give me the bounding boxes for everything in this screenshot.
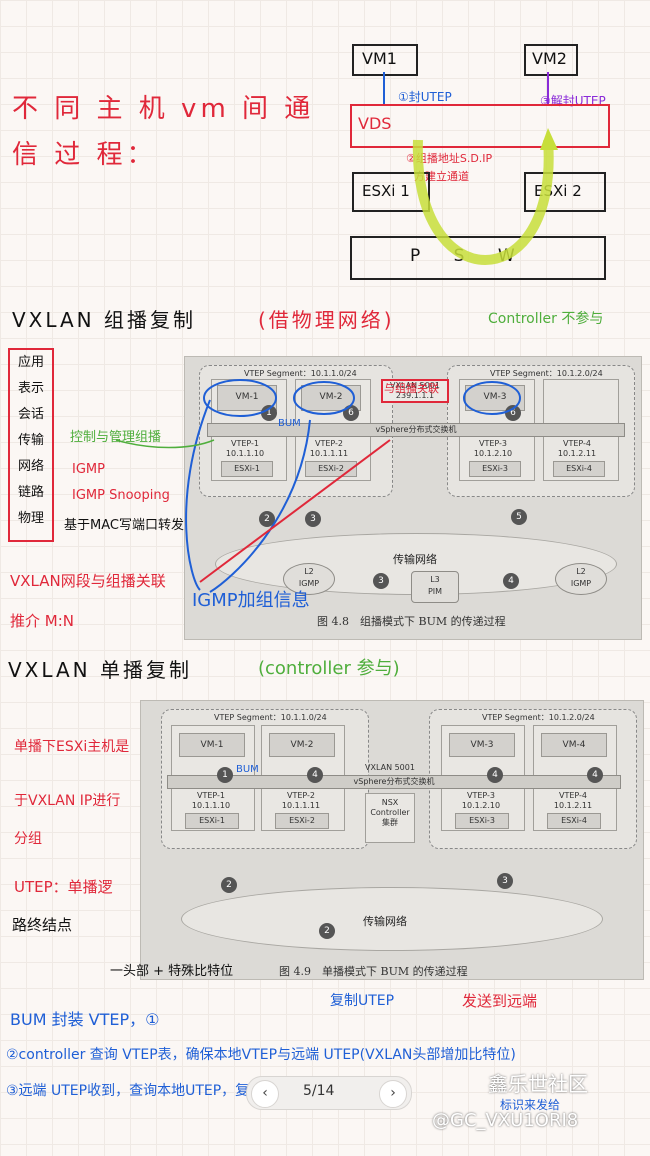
transport-label-unicast: 传输网络	[363, 913, 407, 929]
vm-3-unicast: VM-3	[449, 733, 515, 757]
esxi-2-unicast: ESXi-2	[275, 813, 329, 829]
unicast-step-4a: 4	[307, 767, 323, 783]
copy-utep-note: 复制UTEP	[330, 990, 394, 1010]
vm-4-unicast: VM-4	[541, 733, 607, 757]
unicast-heading: VXLAN 单播复制	[8, 654, 192, 683]
page-navigator: ‹ 5/14 ›	[246, 1076, 412, 1110]
igmp-join-note: IGMP加组信息	[192, 586, 310, 612]
esxi-3-unicast: ESXi-3	[455, 813, 509, 829]
vm-2-unicast: VM-2	[269, 733, 335, 757]
group-assoc-note: 与组播关联	[384, 380, 439, 396]
fig-4-9-caption: 图 4.9 单播模式下 BUM 的传递过程	[279, 963, 468, 979]
send-remote-note: 发送到远端	[462, 990, 537, 1011]
multicast-annotations	[0, 0, 650, 700]
bottom-line1: BUM 封装 VTEP，①	[10, 1006, 160, 1030]
unicast-note6: 一头部 + 特殊比特位	[110, 960, 233, 979]
esxi-4-unicast: ESXi-4	[547, 813, 601, 829]
unicast-step-3: 3	[497, 873, 513, 889]
esxi-1-unicast: ESXi-1	[185, 813, 239, 829]
unicast-step-2b: 2	[319, 923, 335, 939]
unicast-step-1: 1	[217, 767, 233, 783]
vxlan-label-unicast: VXLAN 5001	[365, 763, 415, 772]
unicast-note4: UTEP：单播逻	[14, 876, 113, 897]
watermark-handle: @GC_VXU1ORI8	[432, 1110, 578, 1131]
vm-1-unicast: VM-1	[179, 733, 245, 757]
bottom-line2: ②controller 查询 VTEP表，确保本地VTEP与远端 UTEP(VX…	[6, 1044, 516, 1064]
unicast-heading-paren: (controller 参与)	[258, 654, 400, 680]
page-indicator: 5/14	[303, 1083, 334, 1099]
nsx-controller: NSX Controller 集群	[365, 793, 415, 843]
unicast-step-4c: 4	[587, 767, 603, 783]
unicast-note2: 于VXLAN IP进行	[14, 790, 120, 810]
bum-label-unicast: BUM	[236, 764, 259, 775]
prev-page-button[interactable]: ‹	[251, 1080, 279, 1108]
unicast-step-4b: 4	[487, 767, 503, 783]
bum-label-multicast: BUM	[278, 418, 301, 429]
unicast-note5: 路终结点	[12, 914, 72, 935]
unicast-note3: 分组	[14, 828, 42, 848]
unicast-note1: 单播下ESXi主机是	[14, 736, 129, 756]
vds-bar-unicast: vSphere分布式交换机	[167, 775, 621, 789]
unicast-step-2a: 2	[221, 877, 237, 893]
watermark-site: 鑫乐世社区	[488, 1068, 588, 1097]
unicast-diagram-photo: VTEP Segment：10.1.1.0/24 VTEP Segment：10…	[140, 700, 644, 980]
next-page-button[interactable]: ›	[379, 1080, 407, 1108]
